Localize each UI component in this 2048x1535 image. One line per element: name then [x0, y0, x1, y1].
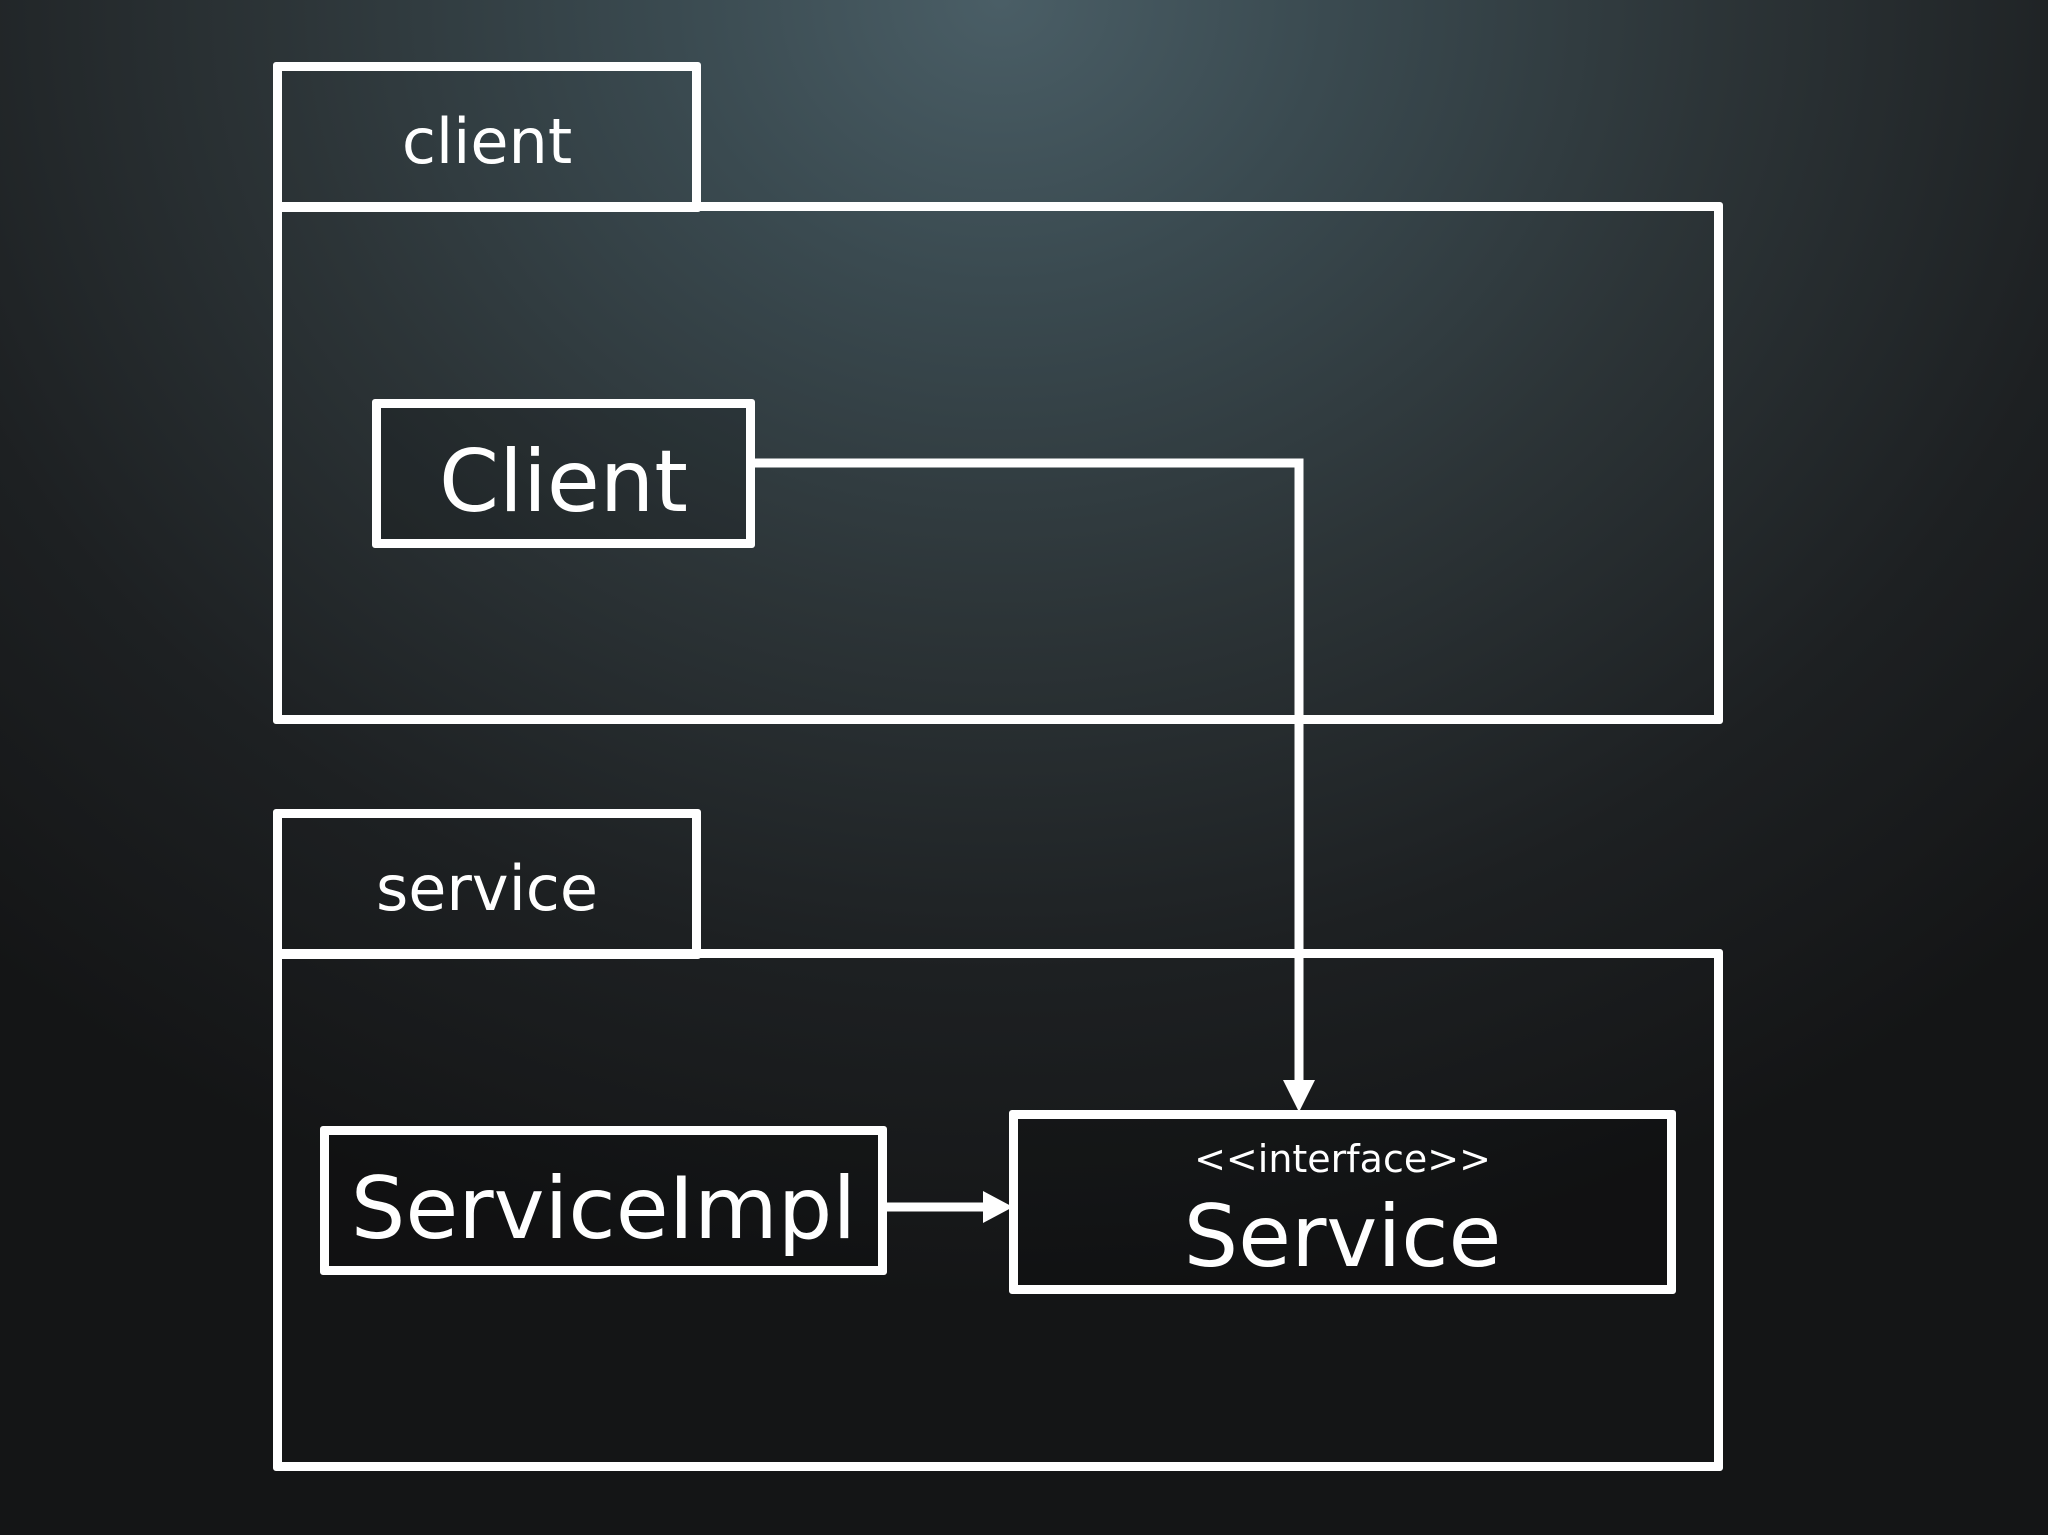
service-interface-box[interactable]: <<interface>> Service [1009, 1110, 1676, 1294]
service-package-tab: service [273, 809, 701, 959]
service-stereotype: <<interface>> [1194, 1137, 1491, 1181]
service-impl-class-box[interactable]: ServiceImpl [320, 1126, 887, 1275]
service-class-name: Service [1183, 1187, 1502, 1287]
client-package-label: client [401, 105, 573, 178]
client-class-name: Client [439, 432, 688, 532]
service-package-label: service [375, 852, 599, 925]
client-package-tab: client [273, 62, 701, 212]
client-class-box[interactable]: Client [372, 399, 755, 548]
service-impl-class-name: ServiceImpl [350, 1159, 857, 1259]
